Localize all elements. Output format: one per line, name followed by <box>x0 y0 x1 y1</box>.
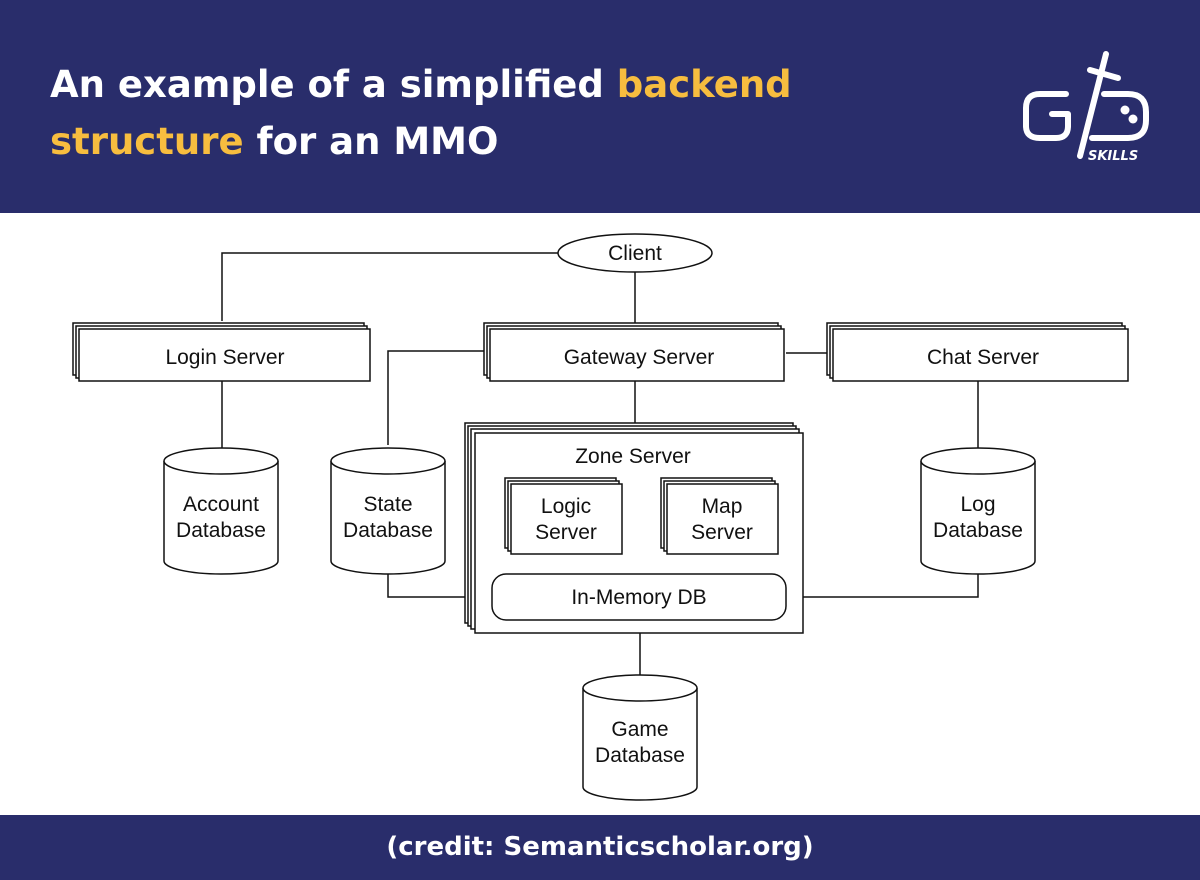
title-highlight-backend: backend <box>616 63 792 106</box>
page-title: An example of a simplified backend struct… <box>50 56 950 170</box>
game-database-label-line1: Game <box>611 718 668 741</box>
log-database-label-line1: Log <box>960 493 995 516</box>
client-node: Client <box>557 233 713 273</box>
in-memory-db-label: In-Memory DB <box>571 586 706 609</box>
backend-diagram: Client Login Server Gateway Server Chat … <box>72 233 1129 801</box>
chat-server-label: Chat Server <box>927 346 1039 369</box>
account-database-node: Account Database <box>163 447 279 575</box>
logic-server-label-line2: Server <box>535 521 597 544</box>
account-database-label-line1: Account <box>183 493 259 516</box>
in-memory-db-node: In-Memory DB <box>491 573 787 621</box>
state-database-label-line1: State <box>363 493 412 516</box>
credit-banner: (credit: Semanticscholar.org) <box>0 815 1200 880</box>
logo-text: SKILLS <box>1088 149 1138 164</box>
login-server-node: Login Server <box>72 322 371 382</box>
map-server-label-line2: Server <box>691 521 753 544</box>
game-database-label-line2: Database <box>595 744 685 767</box>
logic-server-node: Logic Server <box>504 477 623 555</box>
login-server-label: Login Server <box>165 346 284 369</box>
gateway-server-node: Gateway Server <box>483 322 785 382</box>
log-database-node: Log Database <box>920 447 1036 575</box>
title-part-1: An example of a simplified <box>50 63 617 106</box>
title-part-2: for an MMO <box>243 120 499 163</box>
title-banner: An example of a simplified backend struct… <box>0 0 1200 213</box>
gd-skills-logo-icon: SKILLS <box>1023 51 1149 164</box>
chat-server-node: Chat Server <box>826 322 1129 382</box>
client-label: Client <box>608 242 662 265</box>
account-database-label-line2: Database <box>176 519 266 542</box>
credit-text: (credit: Semanticscholar.org) <box>386 832 814 862</box>
gateway-server-label: Gateway Server <box>564 346 715 369</box>
game-database-node: Game Database <box>582 674 698 801</box>
logic-server-label-line1: Logic <box>541 495 591 518</box>
map-server-node: Map Server <box>660 477 779 555</box>
map-server-label-line1: Map <box>702 495 743 518</box>
zone-server-label: Zone Server <box>575 445 691 468</box>
log-database-label-line2: Database <box>933 519 1023 542</box>
state-database-node: State Database <box>330 447 446 575</box>
state-database-label-line2: Database <box>343 519 433 542</box>
title-highlight-structure: structure <box>50 120 244 163</box>
